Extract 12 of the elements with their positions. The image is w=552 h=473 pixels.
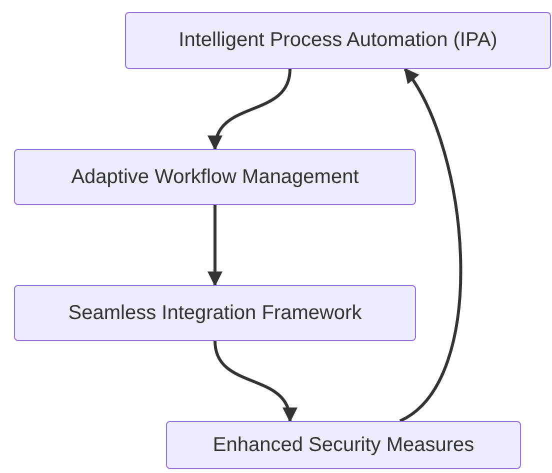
node-label: Adaptive Workflow Management	[71, 166, 359, 188]
process-box	[14, 149, 416, 205]
arrow	[209, 68, 292, 150]
arrow	[208, 205, 222, 286]
arrow	[214, 340, 296, 422]
node-label: Enhanced Security Measures	[212, 434, 474, 456]
node-label: Seamless Integration Framework	[68, 302, 362, 324]
process-box	[14, 285, 416, 341]
process-box	[166, 421, 521, 469]
arrow	[399, 68, 462, 422]
node-label: Intelligent Process Automation (IPA)	[178, 29, 498, 52]
process-box	[125, 12, 551, 69]
